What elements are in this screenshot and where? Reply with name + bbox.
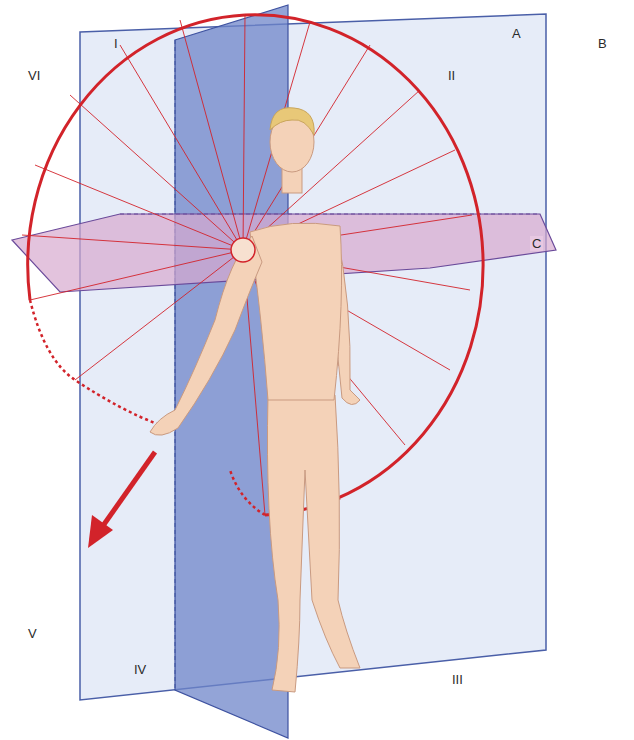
plane-label: IV <box>132 662 148 677</box>
human-figure <box>150 112 360 692</box>
motion-arc <box>30 300 160 425</box>
hair <box>270 108 314 135</box>
arrow-head <box>88 515 113 548</box>
radial-lines <box>22 15 472 515</box>
direction-arrow <box>100 452 155 530</box>
plane-label: III <box>450 672 465 687</box>
plane-label: C <box>530 236 543 251</box>
frontal-plane <box>80 14 546 700</box>
plane-label: V <box>26 626 39 641</box>
motion-arc <box>28 15 245 300</box>
plane-label: A <box>510 26 523 41</box>
plane-label: B <box>596 36 609 51</box>
plane-label: VI <box>26 68 42 83</box>
plane-label: II <box>446 68 457 83</box>
shoulder-joint <box>231 238 255 262</box>
motion-arc <box>230 470 265 515</box>
plane-label: I <box>112 36 120 51</box>
